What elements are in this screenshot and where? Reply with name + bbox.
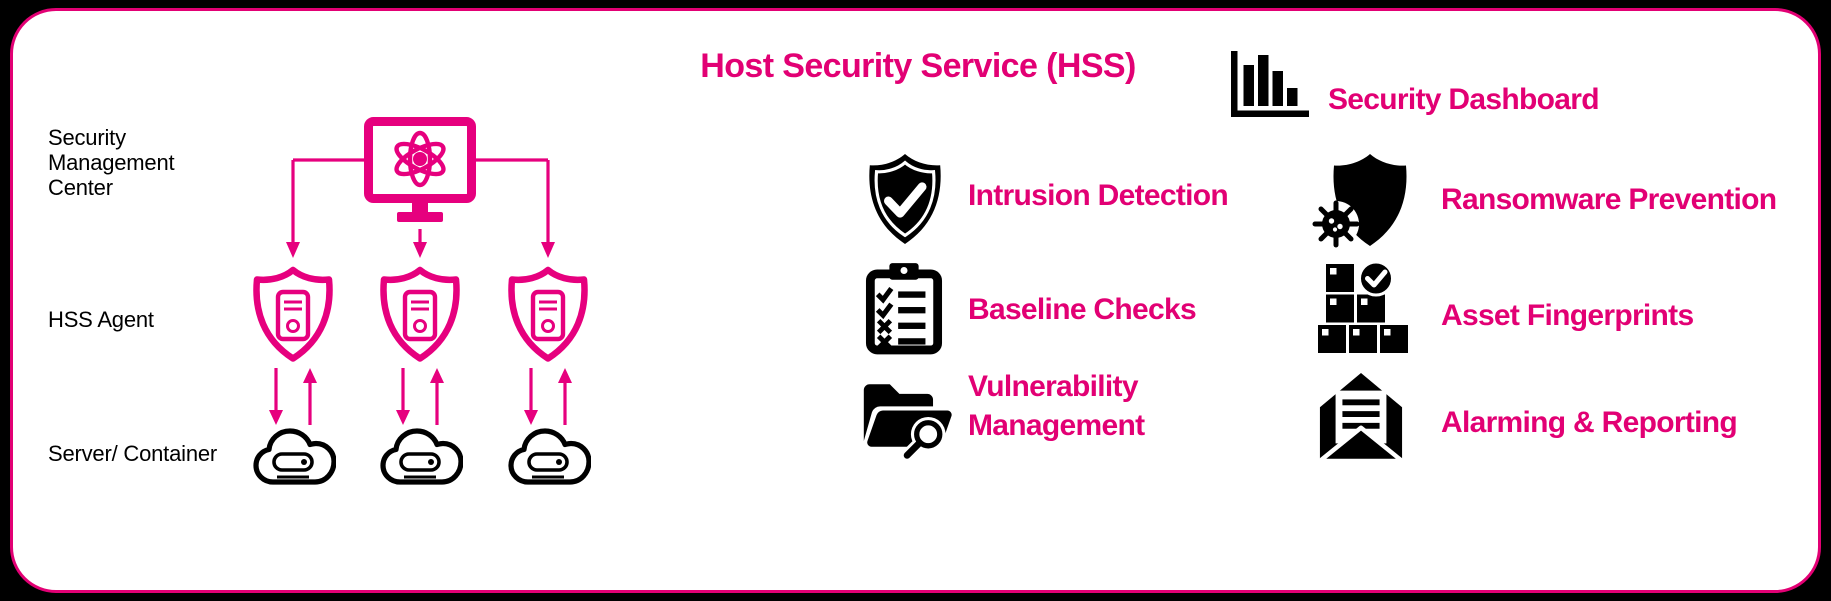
- smc-label-line3: Center: [48, 175, 113, 200]
- vulnerability-line: Vulnerability: [968, 370, 1139, 403]
- management-line: Management: [968, 409, 1145, 442]
- smc-label-line1: Security: [48, 125, 126, 150]
- server-container-label: Server/ Container: [48, 441, 218, 466]
- cloud-server-icon: [380, 428, 463, 485]
- envelope-letter-icon: [1317, 373, 1405, 463]
- content-card: Security Management Center HSS Agent Ser…: [10, 8, 1821, 593]
- management-console-icon: [364, 117, 476, 222]
- feature-intrusion-detection-label: Intrusion Detection: [968, 179, 1229, 212]
- atom-icon: [394, 130, 446, 188]
- security-management-center-label: Security Management Center: [48, 125, 175, 200]
- shield-server-icon: [253, 266, 333, 362]
- shield-server-icon: [508, 266, 588, 362]
- boxes-check-icon: [1318, 263, 1408, 353]
- feature-ransomware-prevention-label: Ransomware Prevention: [1441, 183, 1777, 216]
- clipboard-checklist-icon: [865, 263, 943, 355]
- crates: [1318, 264, 1408, 353]
- smc-label-line2: Management: [48, 150, 175, 175]
- feature-alarming-reporting-label: Alarming & Reporting: [1441, 406, 1738, 439]
- feature-asset-fingerprints-label: Asset Fingerprints: [1441, 299, 1694, 332]
- feature-baseline-checks-label: Baseline Checks: [968, 293, 1197, 326]
- bar-chart-icon: [1231, 51, 1309, 117]
- shield-check-icon: [869, 154, 941, 244]
- cloud-server-icon: [508, 428, 591, 485]
- hss-agent-label: HSS Agent: [48, 307, 154, 332]
- page-title: Host Security Service (HSS): [700, 47, 1136, 85]
- virus-glyph: [1312, 200, 1360, 248]
- cloud-server-icon: [253, 428, 336, 485]
- feature-security-dashboard-label: Security Dashboard: [1328, 83, 1600, 116]
- feature-vulnerability-management-label: Vulnerability Management: [968, 367, 1145, 445]
- connector-arrows: [269, 158, 572, 425]
- shield-virus-icon: [1312, 154, 1407, 248]
- folder-search-icon: [863, 384, 952, 459]
- shield-server-icon: [380, 266, 460, 362]
